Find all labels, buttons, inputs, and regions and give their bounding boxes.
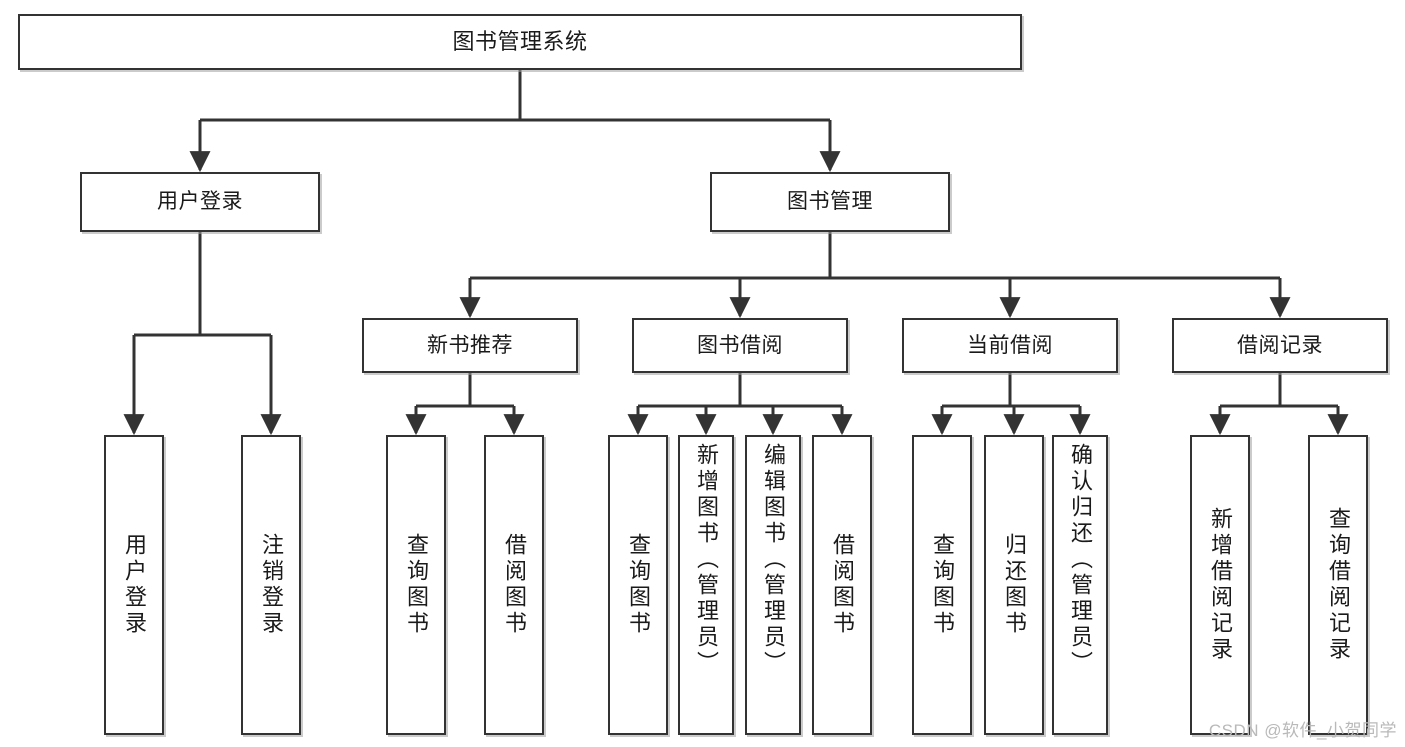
leaf-return-book[interactable]: 归还图书 bbox=[984, 435, 1044, 735]
node-new-book-recommend[interactable]: 新书推荐 bbox=[362, 318, 578, 373]
node-label: 图书管理 bbox=[787, 190, 873, 214]
leaf-add-borrow-record[interactable]: 新增借阅记录 bbox=[1190, 435, 1250, 735]
node-user-login[interactable]: 用户登录 bbox=[80, 172, 320, 232]
node-label: 确认归还（管理员） bbox=[1068, 443, 1093, 677]
node-label: 用户登录 bbox=[157, 190, 243, 214]
watermark-text: CSDN @软件_小贺同学 bbox=[1208, 721, 1397, 740]
node-book-borrow[interactable]: 图书借阅 bbox=[632, 318, 848, 373]
leaf-edit-book-admin[interactable]: 编辑图书（管理员） bbox=[745, 435, 801, 735]
node-label: 新书推荐 bbox=[427, 333, 513, 357]
node-label: 归还图书 bbox=[1002, 533, 1027, 637]
leaf-borrow-book-recommend[interactable]: 借阅图书 bbox=[484, 435, 544, 735]
node-label: 图书管理系统 bbox=[452, 28, 588, 54]
node-book-management[interactable]: 图书管理 bbox=[710, 172, 950, 232]
node-root-system[interactable]: 图书管理系统 bbox=[18, 14, 1022, 70]
node-label: 借阅图书 bbox=[830, 533, 855, 637]
node-current-borrow[interactable]: 当前借阅 bbox=[902, 318, 1118, 373]
leaf-query-book-recommend[interactable]: 查询图书 bbox=[386, 435, 446, 735]
node-label: 借阅图书 bbox=[502, 533, 527, 637]
node-label: 图书借阅 bbox=[697, 333, 783, 357]
node-label: 当前借阅 bbox=[967, 333, 1053, 357]
node-label: 新增图书（管理员） bbox=[694, 443, 719, 677]
leaf-logout[interactable]: 注销登录 bbox=[241, 435, 301, 735]
node-borrow-records[interactable]: 借阅记录 bbox=[1172, 318, 1388, 373]
node-label: 编辑图书（管理员） bbox=[761, 443, 786, 677]
leaf-query-book[interactable]: 查询图书 bbox=[608, 435, 668, 735]
node-label: 查询图书 bbox=[404, 533, 429, 637]
node-label: 查询图书 bbox=[930, 533, 955, 637]
leaf-query-book-current[interactable]: 查询图书 bbox=[912, 435, 972, 735]
leaf-add-book-admin[interactable]: 新增图书（管理员） bbox=[678, 435, 734, 735]
node-label: 新增借阅记录 bbox=[1208, 507, 1233, 663]
leaf-query-borrow-record[interactable]: 查询借阅记录 bbox=[1308, 435, 1368, 735]
leaf-confirm-return-admin[interactable]: 确认归还（管理员） bbox=[1052, 435, 1108, 735]
node-label: 查询图书 bbox=[626, 533, 651, 637]
node-label: 注销登录 bbox=[259, 533, 284, 637]
node-label: 用户登录 bbox=[122, 533, 147, 637]
leaf-user-login[interactable]: 用户登录 bbox=[104, 435, 164, 735]
node-label: 查询借阅记录 bbox=[1326, 507, 1351, 663]
leaf-borrow-book[interactable]: 借阅图书 bbox=[812, 435, 872, 735]
node-label: 借阅记录 bbox=[1237, 333, 1323, 357]
